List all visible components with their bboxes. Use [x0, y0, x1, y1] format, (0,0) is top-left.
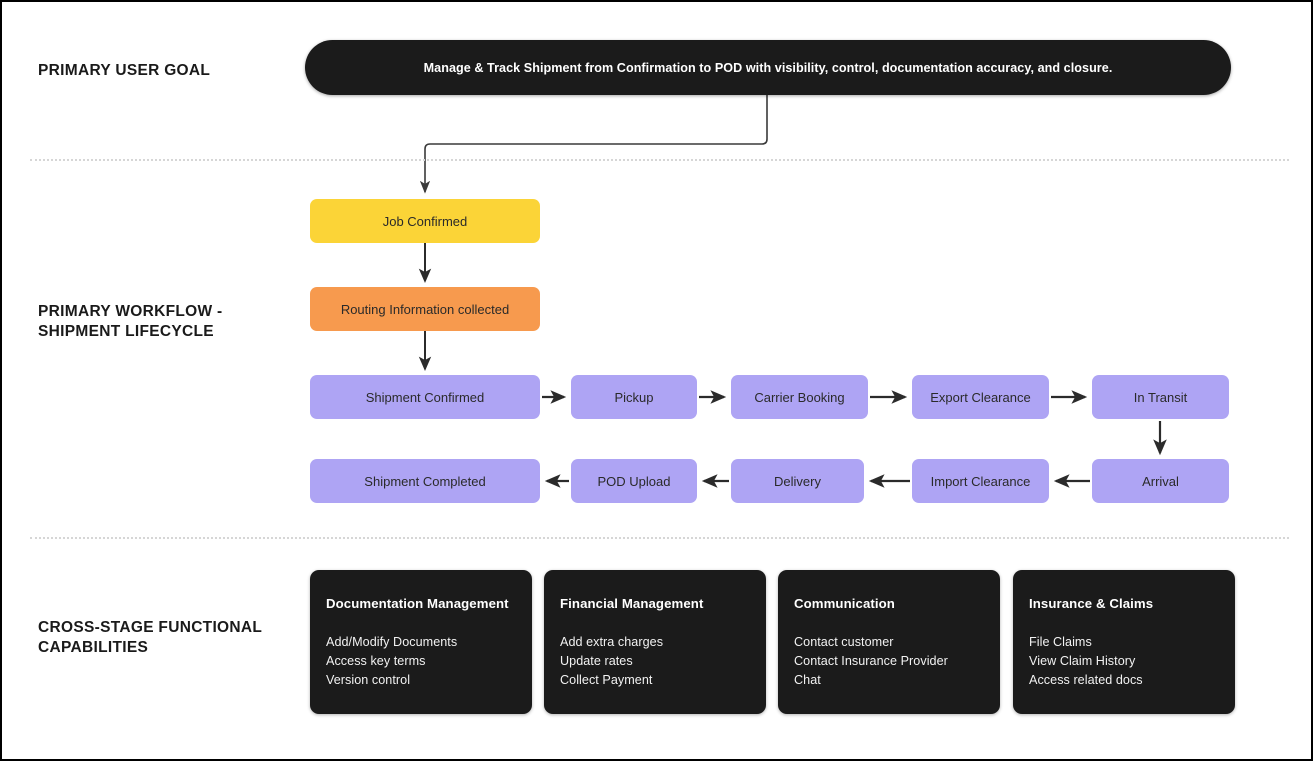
workflow-node-label: Carrier Booking — [754, 389, 845, 405]
workflow-node-label: Delivery — [774, 473, 821, 489]
workflow-node-routing-information[interactable]: Routing Information collected — [310, 287, 540, 331]
section-divider-bottom — [30, 537, 1289, 539]
workflow-node-job-confirmed[interactable]: Job Confirmed — [310, 199, 540, 243]
capability-card-title: Financial Management — [560, 596, 704, 611]
section-divider-top — [30, 159, 1289, 161]
workflow-node-export-clearance[interactable]: Export Clearance — [912, 375, 1049, 419]
workflow-node-label: Routing Information collected — [340, 301, 510, 317]
capability-card-communication[interactable]: Communication Contact customer Contact I… — [778, 570, 1000, 714]
workflow-node-in-transit[interactable]: In Transit — [1092, 375, 1229, 419]
capability-item: Contact Insurance Provider — [794, 654, 948, 669]
capability-card-financial-management[interactable]: Financial Management Add extra charges U… — [544, 570, 766, 714]
workflow-node-label: Job Confirmed — [382, 213, 468, 229]
section-label-primary-workflow: PRIMARY WORKFLOW - SHIPMENT LIFECYCLE — [38, 303, 223, 340]
workflow-node-shipment-completed[interactable]: Shipment Completed — [310, 459, 540, 503]
workflow-node-shipment-confirmed[interactable]: Shipment Confirmed — [310, 375, 540, 419]
capability-item: Add extra charges — [560, 635, 664, 649]
capability-card-title: Insurance & Claims — [1029, 596, 1154, 611]
capability-card-title: Documentation Management — [326, 596, 509, 611]
capability-item: Chat — [794, 673, 821, 688]
capability-item: Version control — [326, 673, 411, 688]
workflow-node-import-clearance[interactable]: Import Clearance — [912, 459, 1049, 503]
workflow-node-label: Arrival — [1142, 473, 1179, 489]
workflow-node-arrival[interactable]: Arrival — [1092, 459, 1229, 503]
workflow-node-label: Export Clearance — [930, 389, 1031, 405]
capability-item: Collect Payment — [560, 673, 653, 688]
workflow-node-pickup[interactable]: Pickup — [571, 375, 697, 419]
capability-card-insurance-claims[interactable]: Insurance & Claims File Claims View Clai… — [1013, 570, 1235, 714]
capability-item: File Claims — [1029, 635, 1092, 649]
section-label-cross-stage-capabilities: CROSS-STAGE FUNCTIONAL CAPABILITIES — [38, 619, 262, 656]
workflow-node-label: Import Clearance — [930, 473, 1031, 489]
workflow-node-pod-upload[interactable]: POD Upload — [571, 459, 697, 503]
connector-goal-to-job-confirmed — [419, 95, 768, 194]
capability-item: Update rates — [560, 654, 633, 669]
capability-item: Access key terms — [326, 654, 426, 669]
section-label-primary-user-goal: PRIMARY USER GOAL — [38, 62, 211, 79]
capability-card-title: Communication — [794, 596, 895, 611]
capability-card-documentation-management[interactable]: Documentation Management Add/Modify Docu… — [310, 570, 532, 714]
capability-item: View Claim History — [1029, 654, 1136, 669]
workflow-node-label: POD Upload — [597, 473, 671, 489]
primary-user-goal-banner: Manage & Track Shipment from Confirmatio… — [305, 40, 1231, 95]
primary-user-goal-text: Manage & Track Shipment from Confirmatio… — [423, 60, 1113, 75]
workflow-node-label: Shipment Completed — [364, 473, 486, 489]
workflow-node-label: In Transit — [1133, 389, 1188, 405]
capability-item: Contact customer — [794, 635, 894, 649]
workflow-node-delivery[interactable]: Delivery — [731, 459, 864, 503]
capability-item: Access related docs — [1029, 673, 1143, 688]
workflow-node-label: Shipment Confirmed — [365, 389, 485, 405]
capability-item: Add/Modify Documents — [326, 635, 458, 649]
workflow-node-label: Pickup — [614, 389, 654, 405]
workflow-node-carrier-booking[interactable]: Carrier Booking — [731, 375, 868, 419]
